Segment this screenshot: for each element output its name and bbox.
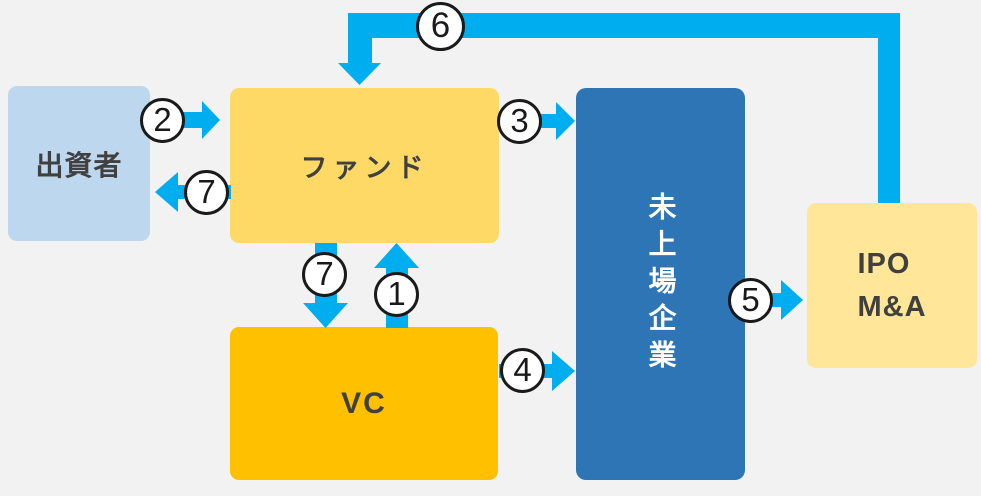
arrow-fund-to-company <box>537 102 575 140</box>
step-badge-3: 3 <box>497 99 542 144</box>
arrow-company-to-exit <box>746 280 803 320</box>
step-badge-7-vc: 7 <box>302 252 347 297</box>
node-investor-label: 出資者 <box>35 149 123 181</box>
step-badge-4: 4 <box>500 348 545 393</box>
step-badge-4-label: 4 <box>513 351 532 388</box>
node-unlisted-company: 未上場企業 <box>576 88 745 480</box>
step-badge-7-vc-label: 7 <box>315 255 334 292</box>
node-exit-label: IPO M&A <box>857 243 926 327</box>
step-badge-7-investor: 7 <box>184 170 229 215</box>
step-badge-5: 5 <box>728 278 773 323</box>
node-exit-line1: IPO <box>857 248 911 281</box>
step-badge-7-investor-label: 7 <box>197 173 216 210</box>
step-badge-2-label: 2 <box>153 101 172 138</box>
node-unlisted-company-label: 未上場企業 <box>645 191 677 377</box>
step-badge-2: 2 <box>140 98 185 143</box>
node-investor: 出資者 <box>8 86 150 241</box>
node-exit-line2: M&A <box>857 290 927 323</box>
node-vc-label: VC <box>341 386 387 420</box>
node-fund-label: ファンド <box>300 153 429 183</box>
arrow-investor-to-fund <box>179 101 220 139</box>
step-badge-1: 1 <box>374 272 419 317</box>
node-vc: VC <box>230 327 498 480</box>
node-fund: ファンド <box>230 88 499 243</box>
step-badge-6-label: 6 <box>430 6 451 45</box>
step-badge-5-label: 5 <box>741 281 760 318</box>
step-badge-1-label: 1 <box>387 275 406 312</box>
step-badge-6: 6 <box>416 2 465 51</box>
step-badge-3-label: 3 <box>510 102 529 139</box>
node-exit: IPO M&A <box>807 203 977 368</box>
